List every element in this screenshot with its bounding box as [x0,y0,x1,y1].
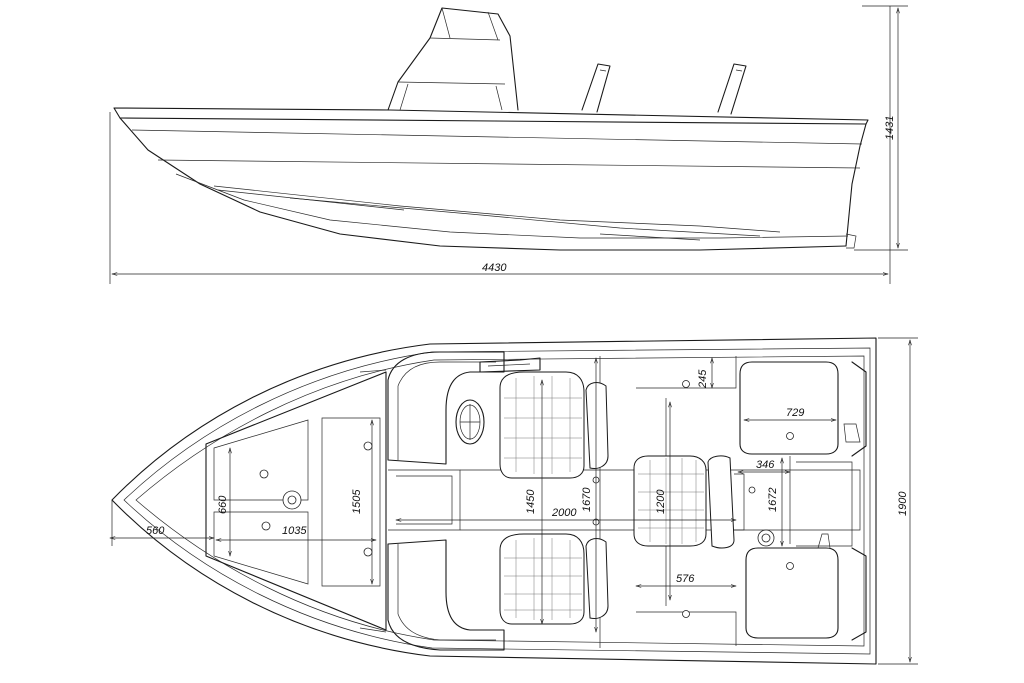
plan-dimensions [110,337,918,665]
aft-floor-length-label: 576 [676,573,695,585]
overall-height-label: 1431 [884,116,896,140]
side-seat-backs [581,63,747,115]
cockpit-length-label: 2000 [551,507,577,519]
consoles [387,351,541,651]
cockpit-width-label: 1450 [525,489,537,514]
bow-deck [205,369,387,633]
bow-deck-length-label: 1505 [351,489,363,514]
overall-beam-label: 1900 [897,491,909,516]
bow-hatch-width-label: 660 [217,495,229,514]
overall-length-label: 4430 [482,262,507,274]
cockpit-inner-width-label: 1670 [581,487,593,512]
bench-width-label: 1200 [655,489,667,514]
bow-hatch-length-label: 1035 [282,525,307,537]
hull-side [113,107,869,251]
aft-hatch-offset-label: 245 [697,369,709,389]
aft-deck [739,361,867,641]
console-offset-label: 346 [756,459,775,471]
plan-view: 560 660 1035 1505 1450 2000 1670 1200 24… [110,337,918,665]
windshield [387,7,519,111]
side-dimensions [109,5,908,284]
stern-width-label: 1672 [767,488,779,512]
front-seat-starboard [499,533,609,625]
rear-bench-seat [633,455,745,549]
bow-offset-label: 560 [146,525,165,537]
steering-wheel [455,399,485,445]
front-seat-port [499,371,609,479]
aft-hatch-width-label: 729 [786,407,804,419]
side-view: 4430 1431 [109,5,908,284]
